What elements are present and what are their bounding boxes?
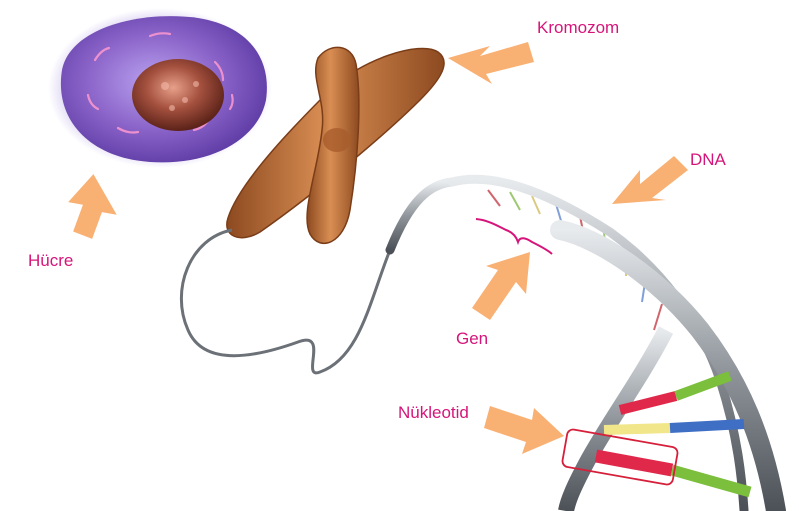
gene-label: Gen: [456, 329, 489, 348]
chromosome-arrow-icon: [448, 42, 534, 84]
dna-label: DNA: [690, 150, 726, 169]
cell-illustration: [48, 8, 272, 168]
nucleotide-arrow-icon: [484, 406, 564, 454]
gene-brace: [475, 218, 553, 255]
chromosome-illustration: [226, 46, 445, 245]
arrows: [68, 42, 688, 454]
cell-arrow-icon: [68, 174, 117, 239]
chromosome-label: Kromozom: [537, 18, 620, 37]
dna-arrow-icon: [612, 156, 688, 204]
gene-arrow-icon: [472, 252, 530, 320]
dna-helix: [447, 174, 786, 511]
cell-label: Hücre: [28, 251, 74, 270]
nucleotide-label: Nükleotid: [398, 403, 469, 422]
nucleotide-highlight-box: [561, 428, 679, 486]
